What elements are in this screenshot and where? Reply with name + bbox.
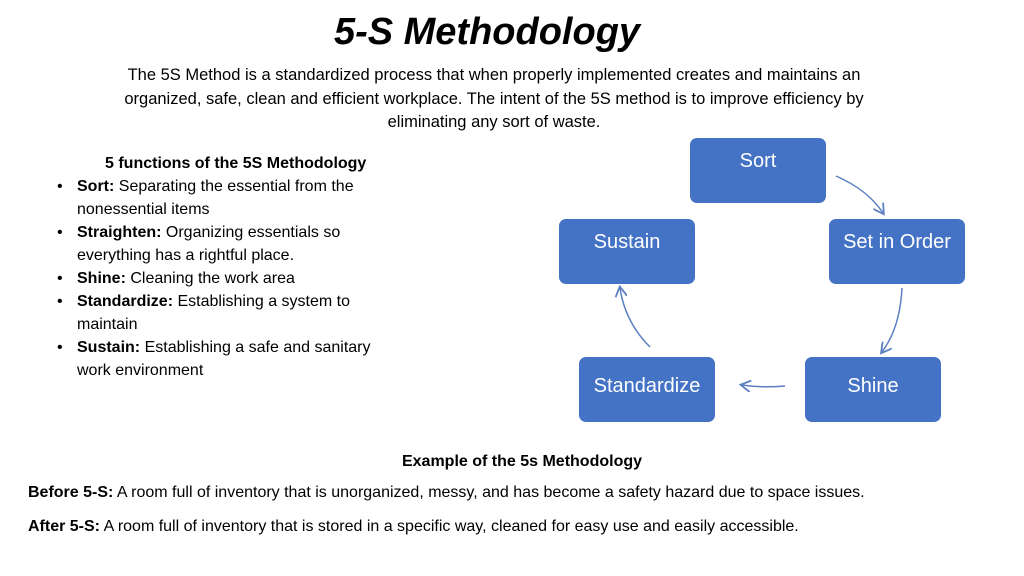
arrow-set-in-order-to-shine	[882, 287, 903, 352]
list-item-term: Sort:	[77, 178, 115, 195]
intro-paragraph: The 5S Method is a standardized process …	[124, 66, 864, 131]
example-after: After 5-S: A room full of inventory that…	[28, 516, 1008, 538]
example-after-label: After 5-S:	[28, 518, 101, 535]
list-item-term: Straighten:	[77, 224, 162, 241]
list-item-standardize: • Standardize: Establishing a system to …	[52, 290, 397, 336]
cycle-box-sustain: Sustain	[559, 219, 695, 284]
functions-list-section: 5 functions of the 5S Methodology • Sort…	[52, 152, 397, 382]
list-item-term: Shine:	[77, 270, 126, 287]
functions-heading: 5 functions of the 5S Methodology	[105, 155, 367, 172]
bullet-icon: •	[57, 293, 63, 310]
example-heading: Example of the 5s Methodology	[401, 453, 643, 470]
cycle-box-standardize: Standardize	[579, 357, 715, 422]
list-item-term: Standardize:	[77, 293, 174, 310]
list-item-text: Separating the essential from the noness…	[77, 178, 354, 218]
example-after-text: A room full of inventory that is stored …	[103, 518, 799, 535]
bullet-icon: •	[57, 339, 63, 356]
bullet-icon: •	[57, 178, 63, 195]
list-item-text: Cleaning the work area	[130, 270, 295, 287]
arrow-sort-to-set-in-order	[835, 175, 883, 213]
cycle-box-sort: Sort	[690, 138, 826, 203]
page-title: 5-S Methodology	[333, 11, 641, 53]
list-item-term: Sustain:	[77, 339, 141, 356]
arrow-shine-to-standardize	[742, 385, 786, 387]
example-before: Before 5-S: A room full of inventory tha…	[28, 482, 1008, 504]
list-item-text: Establishing a safe and sanitary work en…	[77, 339, 371, 379]
example-before-label: Before 5-S:	[28, 484, 114, 501]
cycle-box-shine: Shine	[805, 357, 941, 422]
arrow-standardize-to-sustain	[620, 288, 651, 348]
bullet-icon: •	[57, 224, 63, 241]
functions-list: • Sort: Separating the essential from th…	[52, 175, 397, 382]
list-item-text: Establishing a system to maintain	[77, 293, 350, 333]
list-item-sort: • Sort: Separating the essential from th…	[52, 175, 397, 221]
list-item-text: Organizing essentials so everything has …	[77, 224, 341, 264]
list-item-sustain: • Sustain: Establishing a safe and sanit…	[52, 336, 397, 382]
example-before-text: A room full of inventory that is unorgan…	[116, 484, 865, 501]
list-item-shine: • Shine: Cleaning the work area	[52, 267, 397, 290]
cycle-box-set-in-order: Set in Order	[829, 219, 965, 284]
bullet-icon: •	[57, 270, 63, 287]
list-item-straighten: • Straighten: Organizing essentials so e…	[52, 221, 397, 267]
